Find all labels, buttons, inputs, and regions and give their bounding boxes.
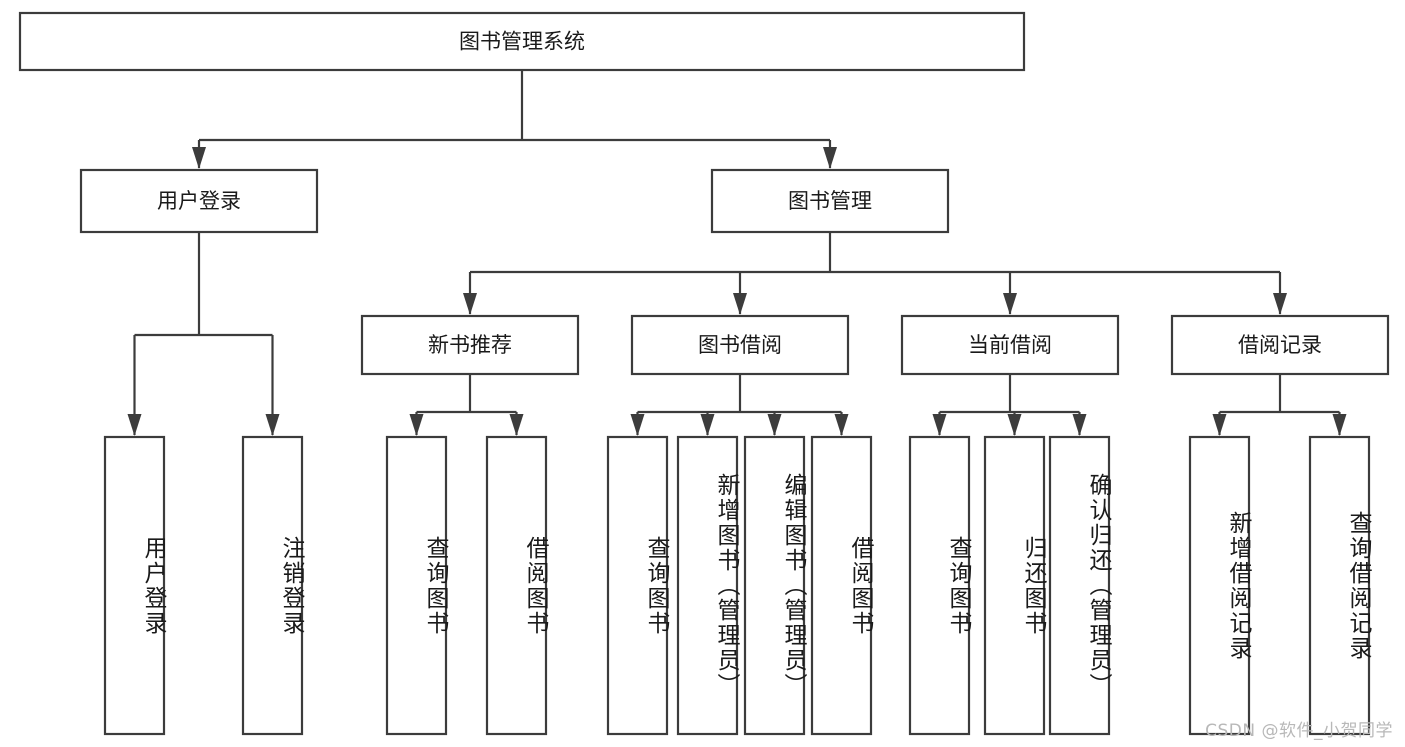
arrow-head-icon [1003,293,1017,315]
node-new-book-rec-label: 新书推荐 [428,333,512,357]
node-leaf-add-record-rect[interactable] [1188,435,1251,736]
node-leaf-query-record-rect[interactable] [1308,435,1371,736]
arrow-head-icon [834,414,849,436]
node-leaf-logout-rect[interactable] [241,435,304,736]
node-leaf-borrow-book-rect[interactable] [810,435,873,736]
node-book-borrow-rect[interactable] [630,314,850,376]
arrow-head-icon [630,414,645,436]
node-leaf-query-book-borrow[interactable] [606,435,669,736]
node-leaf-confirm-return-rect[interactable] [1048,435,1111,736]
node-root-rect[interactable] [18,11,1026,72]
node-leaf-return-book[interactable] [983,435,1046,736]
node-leaf-query-book-rec[interactable] [385,435,448,736]
node-leaf-query-book-current-rect[interactable] [908,435,971,736]
node-leaf-add-book-rect[interactable] [676,435,739,736]
node-leaf-query-book-borrow-rect[interactable] [606,435,669,736]
node-leaf-user-login-rect[interactable] [103,435,166,736]
arrow-head-icon [733,293,747,315]
node-book-manage-rect[interactable] [710,168,950,234]
node-new-book-rec[interactable]: 新书推荐 [360,314,580,376]
connectors-layer [127,70,1347,436]
node-leaf-borrow-book[interactable] [810,435,873,736]
node-leaf-logout[interactable] [241,435,304,736]
arrow-head-icon [1332,414,1347,436]
node-leaf-add-book[interactable] [676,435,739,736]
node-leaf-query-book-rec-rect[interactable] [385,435,448,736]
node-leaf-confirm-return[interactable] [1048,435,1111,736]
arrow-head-icon [265,414,280,436]
node-leaf-edit-book[interactable] [743,435,806,736]
node-leaf-query-book-current[interactable] [908,435,971,736]
node-book-manage-label: 图书管理 [788,189,872,213]
node-leaf-user-login[interactable] [103,435,166,736]
arrow-head-icon [509,414,524,436]
node-book-manage[interactable]: 图书管理 [710,168,950,234]
node-user-login-rect[interactable] [79,168,319,234]
node-leaf-query-record[interactable] [1308,435,1371,736]
node-book-borrow[interactable]: 图书借阅 [630,314,850,376]
arrow-head-icon [1007,414,1022,436]
arrow-head-icon [932,414,947,436]
node-leaf-add-record[interactable] [1188,435,1251,736]
csdn-watermark: CSDN @软件_小贺同学 [1205,721,1393,741]
arrow-head-icon [409,414,424,436]
node-root[interactable]: 图书管理系统 [18,11,1026,72]
node-user-login-label: 用户登录 [157,189,241,213]
node-leaf-return-book-rect[interactable] [983,435,1046,736]
arrow-head-icon [127,414,142,436]
node-leaf-borrow-book-rec-rect[interactable] [485,435,548,736]
node-leaf-edit-book-rect[interactable] [743,435,806,736]
arrow-head-icon [767,414,782,436]
node-borrow-record[interactable]: 借阅记录 [1170,314,1390,376]
arrow-head-icon [192,147,206,169]
node-leaf-borrow-book-rec[interactable] [485,435,548,736]
arrow-head-icon [1273,293,1287,315]
arrow-head-icon [1212,414,1227,436]
node-borrow-record-rect[interactable] [1170,314,1390,376]
arrow-head-icon [463,293,477,315]
node-current-borrow-rect[interactable] [900,314,1120,376]
node-borrow-record-label: 借阅记录 [1238,333,1322,357]
arrow-head-icon [1072,414,1087,436]
node-current-borrow-label: 当前借阅 [968,333,1052,357]
node-new-book-rec-rect[interactable] [360,314,580,376]
arrow-head-icon [700,414,715,436]
node-current-borrow[interactable]: 当前借阅 [900,314,1120,376]
node-root-label: 图书管理系统 [459,30,585,54]
arrow-head-icon [823,147,837,169]
node-user-login[interactable]: 用户登录 [79,168,319,234]
node-book-borrow-label: 图书借阅 [698,333,782,357]
